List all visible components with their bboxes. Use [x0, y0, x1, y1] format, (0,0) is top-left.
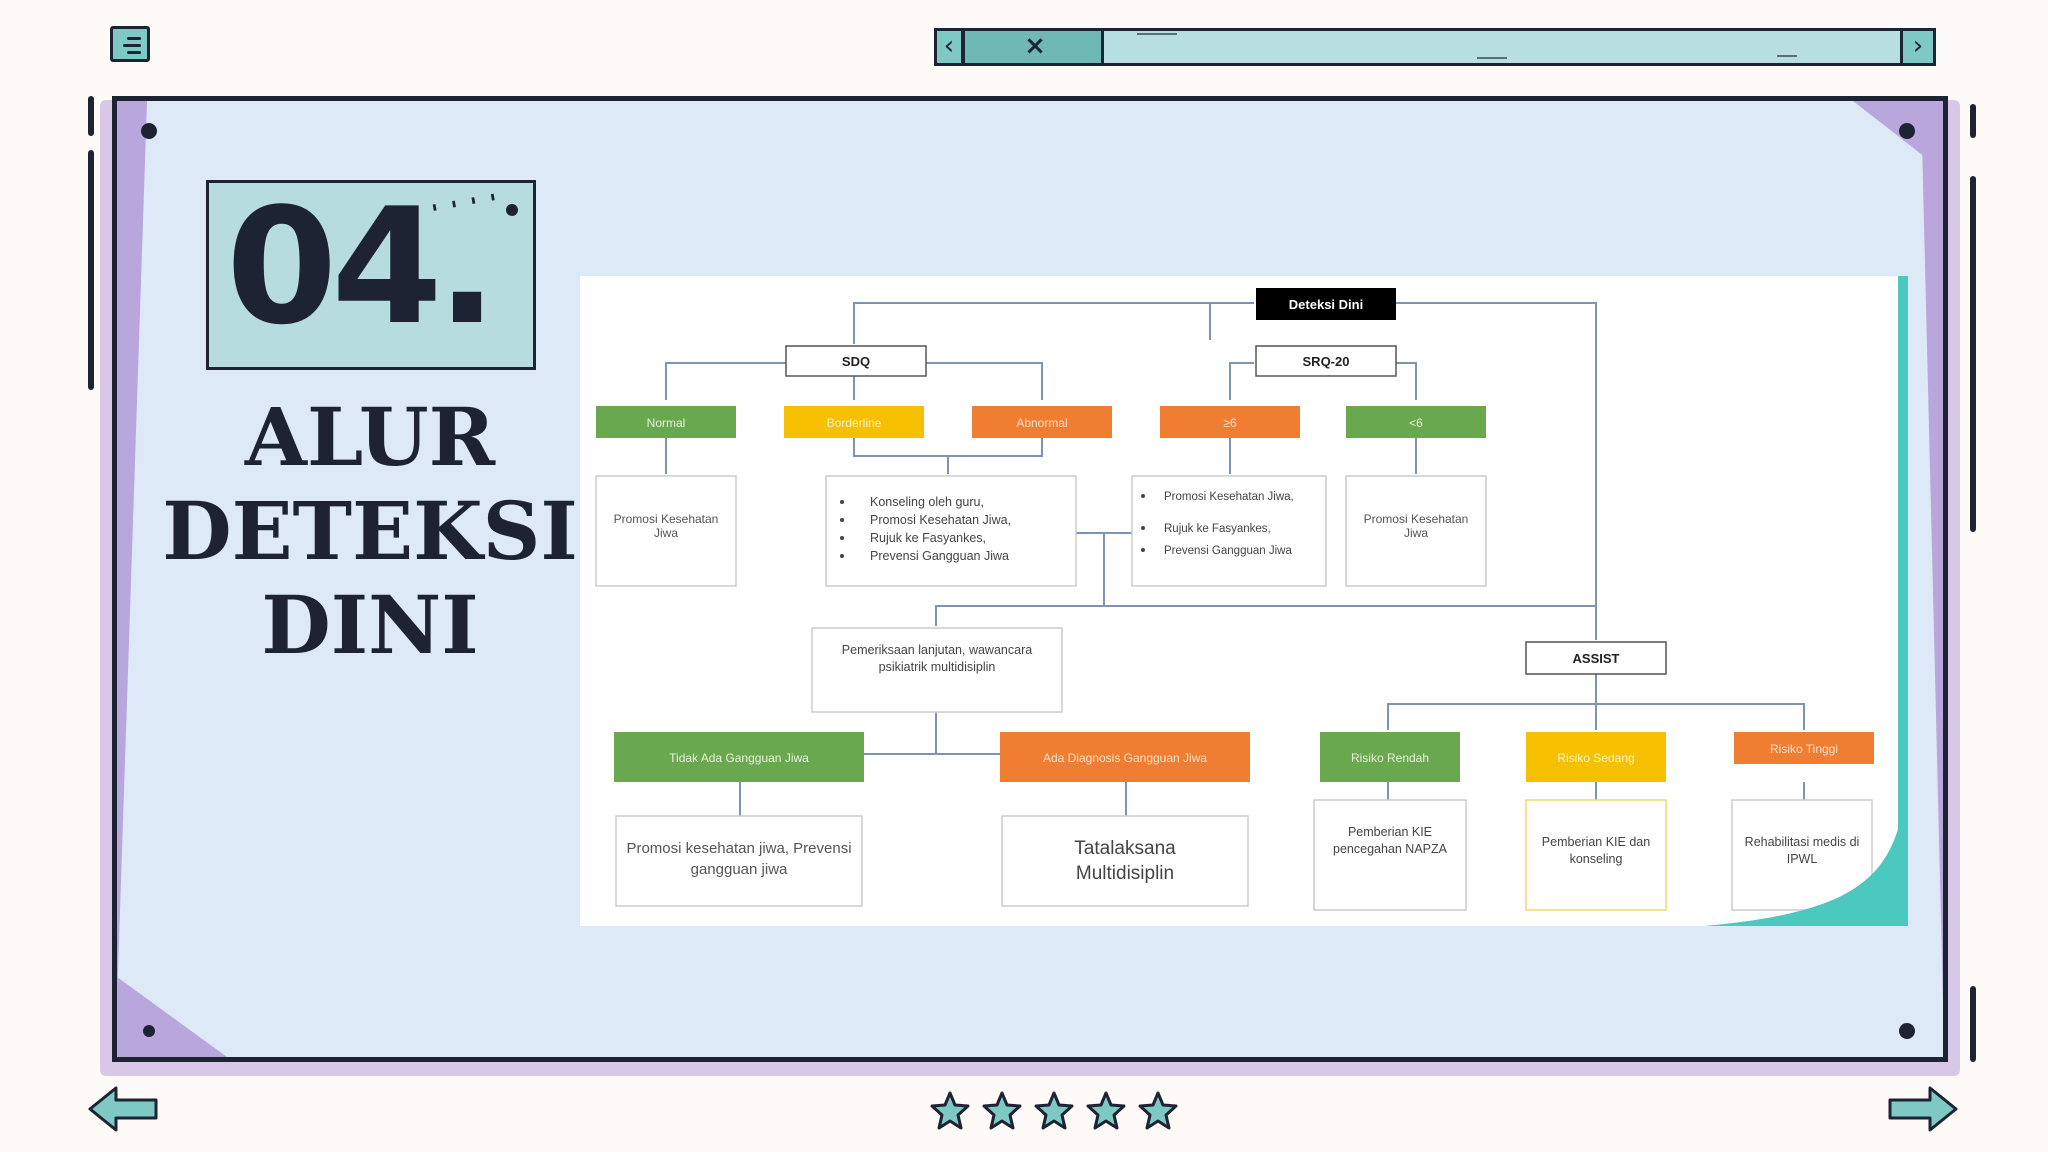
risk-mid-action-text: Pemberian KIE dan konseling	[1541, 835, 1651, 866]
teal-corner-decoration	[1704, 788, 1906, 926]
star-icon	[982, 1091, 1022, 1130]
box-no-disorder-action	[615, 815, 863, 907]
frame-corner-bottom-left	[117, 977, 227, 1057]
node-srq	[1255, 345, 1397, 377]
tab-scroll-right-button[interactable]: ›	[1900, 28, 1936, 66]
frame-dot	[141, 123, 157, 139]
frame-decoration	[1970, 986, 1976, 1062]
arrow-left-icon	[88, 1086, 158, 1132]
node-risk-high	[1734, 732, 1874, 764]
frame-corner-left	[117, 101, 147, 1001]
frame-decoration	[1970, 104, 1976, 138]
node-normal-label: Normal	[647, 416, 686, 430]
risk-high-action-text: Rehabilitasi medis di IPWL	[1744, 835, 1860, 866]
arrow-right-icon	[1888, 1086, 1958, 1132]
frame-decoration	[88, 150, 94, 390]
frame-dot	[1899, 1023, 1915, 1039]
slide-title: ALUR DETEKSI DINI	[160, 390, 580, 672]
box-srq-low-action	[1345, 475, 1487, 587]
teal-edge-decoration	[1898, 276, 1908, 926]
tab-active[interactable]	[962, 28, 1104, 66]
node-srq-high-label: ≥6	[1223, 416, 1237, 430]
close-icon[interactable]: ×	[1024, 31, 1046, 61]
node-abnormal	[972, 406, 1112, 438]
box-normal-action	[595, 475, 737, 587]
node-risk-mid-label: Risiko Sedang	[1557, 751, 1634, 765]
menu-button[interactable]	[110, 26, 150, 62]
node-assist	[1525, 641, 1667, 675]
followup-text: Pemeriksaan lanjutan, wawancara psikiatr…	[841, 643, 1033, 674]
star-icon	[1138, 1091, 1178, 1130]
frame-dot	[1899, 123, 1915, 139]
srq-high-action-2: Rujuk ke Fasyankes,	[1164, 523, 1271, 535]
section-number-box	[206, 180, 536, 370]
node-assist-label: ASSIST	[1573, 651, 1620, 666]
box-risk-low-action	[1313, 799, 1467, 911]
node-risk-high-label: Risiko Tinggi	[1770, 742, 1838, 756]
node-risk-low-label: Risiko Rendah	[1351, 751, 1429, 765]
box-borderline-action	[825, 475, 1077, 587]
star-icon	[1086, 1091, 1126, 1130]
tab-scroll-left-button[interactable]: ‹	[934, 28, 964, 66]
node-srq-high	[1160, 406, 1300, 438]
borderline-action-2: Promosi Kesehatan Jiwa,	[870, 513, 1011, 527]
chevron-right-icon: ›	[1912, 31, 1924, 61]
node-no-disorder-label: Tidak Ada Gangguan Jiwa	[669, 751, 809, 765]
box-srq-high-action	[1131, 475, 1327, 587]
title-line: DINI	[261, 578, 479, 672]
decorative-dot	[506, 204, 518, 216]
box-risk-high-action	[1731, 799, 1873, 911]
node-borderline	[784, 406, 924, 438]
node-no-disorder	[614, 732, 864, 782]
no-disorder-action-text: Promosi kesehatan jiwa, Prevensi ganggua…	[626, 840, 852, 878]
node-sdq-label: SDQ	[842, 354, 870, 369]
borderline-action-4: Prevensi Gangguan Jiwa	[870, 549, 1009, 563]
borderline-action-1: Konseling oleh guru,	[870, 495, 984, 509]
node-root-label: Deteksi Dini	[1289, 297, 1363, 312]
box-risk-mid-action	[1525, 799, 1667, 911]
node-risk-low	[1320, 732, 1460, 782]
node-srq-low	[1346, 406, 1486, 438]
next-slide-button[interactable]	[1886, 1084, 1960, 1134]
node-diagnosis	[1000, 732, 1250, 782]
menu-icon	[127, 37, 141, 40]
node-sdq	[785, 345, 927, 377]
frame-decoration	[88, 96, 94, 136]
title-line: ALUR	[244, 390, 496, 484]
star-rating	[928, 1090, 1184, 1132]
node-srq-low-label: <6	[1409, 416, 1423, 430]
node-root	[1256, 288, 1396, 320]
star-icon	[930, 1091, 970, 1130]
frame-decoration	[1970, 176, 1976, 532]
node-normal	[596, 406, 736, 438]
diagnosis-action-text: Tatalaksana Multidisiplin	[1074, 838, 1176, 884]
box-diagnosis-action	[1001, 815, 1249, 907]
node-srq-label: SRQ-20	[1303, 354, 1350, 369]
node-risk-mid	[1526, 732, 1666, 782]
frame-corner-right	[1921, 101, 1943, 1001]
srq-high-action-3: Prevensi Gangguan Jiwa	[1164, 545, 1292, 557]
chevron-left-icon: ‹	[943, 31, 955, 61]
srq-low-action-text: Promosi Kesehatan Jiwa	[1363, 512, 1469, 540]
srq-high-action-1: Promosi Kesehatan Jiwa,	[1164, 491, 1294, 503]
prev-slide-button[interactable]	[86, 1084, 160, 1134]
flowchart: Deteksi Dini SDQ SRQ-20 Normal Borderlin…	[580, 276, 1906, 926]
borderline-action-3: Rujuk ke Fasyankes,	[870, 531, 986, 545]
risk-low-action-text: Pemberian KIE pencegahan NAPZA	[1333, 825, 1447, 856]
box-followup	[811, 627, 1063, 713]
section-number: 04.	[226, 173, 497, 360]
node-diagnosis-label: Ada Diagnosis Gangguan Jiwa	[1043, 751, 1207, 765]
normal-action-text: Promosi Kesehatan Jiwa	[613, 512, 719, 540]
node-abnormal-label: Abnormal	[1016, 416, 1067, 430]
frame-dot	[143, 1025, 155, 1037]
title-line: DETEKSI	[162, 484, 578, 578]
node-borderline-label: Borderline	[827, 416, 882, 430]
star-icon	[1034, 1091, 1074, 1130]
